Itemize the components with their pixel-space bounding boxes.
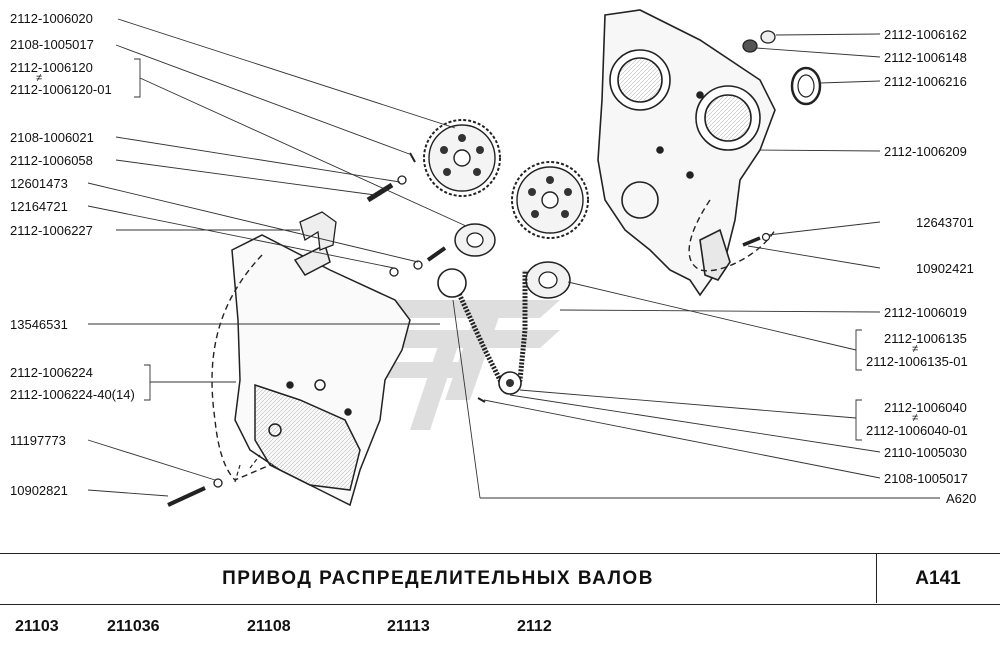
part-label-2112-1006162: 2112-1006162	[884, 27, 967, 42]
belt-upper-pulley	[437, 268, 467, 298]
part-label-2108-1005017-right: 2108-1005017	[884, 471, 968, 486]
camshaft-gear-exhaust	[511, 161, 589, 239]
alt-symbol-1: ≠	[36, 72, 43, 84]
model-211036: 211036	[107, 618, 160, 635]
part-label-2112-1006148: 2112-1006148	[884, 50, 967, 65]
bushing-2112-1006148	[742, 39, 758, 53]
part-label-2112-1006040-01: 2112-1006040-01	[866, 423, 968, 438]
bolt-10902421	[742, 236, 761, 247]
part-label-2112-1006058: 2112-1006058	[10, 153, 93, 168]
part-label-2112-1006135-01: 2112-1006135-01	[866, 354, 968, 369]
part-label-2112-1006120: 2112-1006120	[10, 60, 93, 75]
outer-timing-cover	[231, 234, 411, 507]
model-21103: 21103	[15, 618, 59, 635]
leader-lines	[87, 18, 940, 499]
tensioner-roller	[525, 261, 571, 299]
part-label-12601473: 12601473	[10, 176, 68, 191]
alt-symbol-3: ≠	[912, 412, 919, 424]
part-label-2112-1006040: 2112-1006040	[884, 400, 967, 415]
part-label-2112-1006019: 2112-1006019	[884, 305, 967, 320]
rear-timing-cover	[597, 9, 776, 297]
seal-2112-1006216	[790, 66, 822, 106]
diagram-code: A141	[915, 567, 961, 589]
idler-roller	[454, 223, 496, 257]
diagram-title: ПРИВОД РАСПРЕДЕЛИТЕЛЬНЫХ ВАЛОВ	[222, 567, 654, 589]
part-label-2108-1006021: 2108-1006021	[10, 130, 94, 145]
model-21113: 21113	[387, 618, 430, 635]
rear-cover-dashed-loop	[688, 199, 776, 272]
part-label-2110-1005030: 2110-1005030	[884, 445, 967, 460]
plug-2112-1006162	[760, 30, 776, 44]
part-label-2112-1006120-01: 2112-1006120-01	[10, 82, 112, 97]
part-label-12164721: 12164721	[10, 199, 68, 214]
bolt-10902821	[167, 486, 206, 507]
part-label-2112-1006224-40: 2112-1006224-40(14)	[10, 387, 135, 402]
key-crank	[477, 397, 486, 403]
part-label-12643701: 12643701	[916, 215, 974, 230]
cover-clip	[299, 211, 337, 251]
part-label-2112-1006224: 2112-1006224	[10, 365, 93, 380]
part-label-2108-1005017: 2108-1005017	[10, 37, 94, 52]
camshaft-gear-intake	[423, 119, 501, 197]
part-label-10902821: 10902821	[10, 483, 68, 498]
cover-seal-dashed	[211, 254, 271, 481]
part-label-2112-1006020: 2112-1006020	[10, 11, 93, 26]
part-label-a620: A620	[946, 491, 977, 506]
title-bar: ПРИВОД РАСПРЕДЕЛИТЕЛЬНЫХ ВАЛОВ A141	[0, 553, 1000, 605]
bolt-2108-1006021	[366, 182, 394, 203]
part-label-2112-1006135: 2112-1006135	[884, 331, 967, 346]
exploded-diagram	[87, 9, 940, 507]
part-label-13546531: 13546531	[10, 317, 68, 332]
alt-symbol-2: ≠	[912, 343, 919, 355]
part-label-2112-1006227: 2112-1006227	[10, 223, 93, 238]
model-21108: 21108	[247, 618, 291, 635]
part-label-2112-1006209: 2112-1006209	[884, 144, 967, 159]
stud-12601473	[426, 246, 447, 262]
part-label-2112-1006216: 2112-1006216	[884, 74, 967, 89]
part-label-10902421: 10902421	[916, 261, 974, 276]
model-2112: 2112	[517, 618, 552, 635]
part-label-11197773: 11197773	[10, 433, 66, 448]
title-divider	[876, 554, 877, 603]
